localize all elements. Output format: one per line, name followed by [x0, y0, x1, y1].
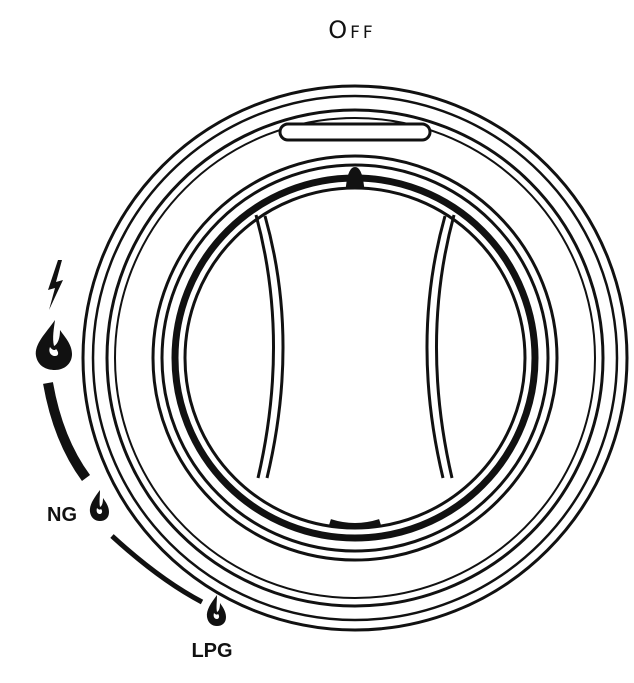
high-range-bar [43, 382, 91, 481]
knob-ring-inner [183, 186, 527, 530]
knob-pointer [345, 166, 365, 187]
knob-ring-outer [151, 154, 559, 562]
lightning-bolt-icon [48, 260, 63, 310]
outer-bezel-ring [81, 84, 629, 632]
grip-left-edge [254, 214, 285, 479]
top-slot-indicator [278, 122, 432, 142]
control-knob[interactable] [81, 84, 629, 632]
off-position-label: Off [328, 16, 375, 44]
bezel-ring-2 [105, 108, 605, 608]
outer-bezel-ring-inner [91, 94, 619, 622]
low-range-bar [110, 534, 204, 605]
lpg-label: LPG [191, 640, 232, 662]
large-flame-icon [35, 320, 72, 370]
grip-right-edge [425, 214, 456, 479]
knob-ring-thick [171, 174, 539, 542]
knob-ring-mid [160, 163, 550, 553]
ng-flame-icon [89, 490, 109, 521]
setting-scale: NG LPG [35, 260, 233, 662]
ng-label: NG [47, 504, 77, 526]
lpg-flame-icon [206, 595, 226, 626]
knob-bottom-notch [329, 519, 381, 529]
bezel-ring-3 [114, 117, 596, 599]
